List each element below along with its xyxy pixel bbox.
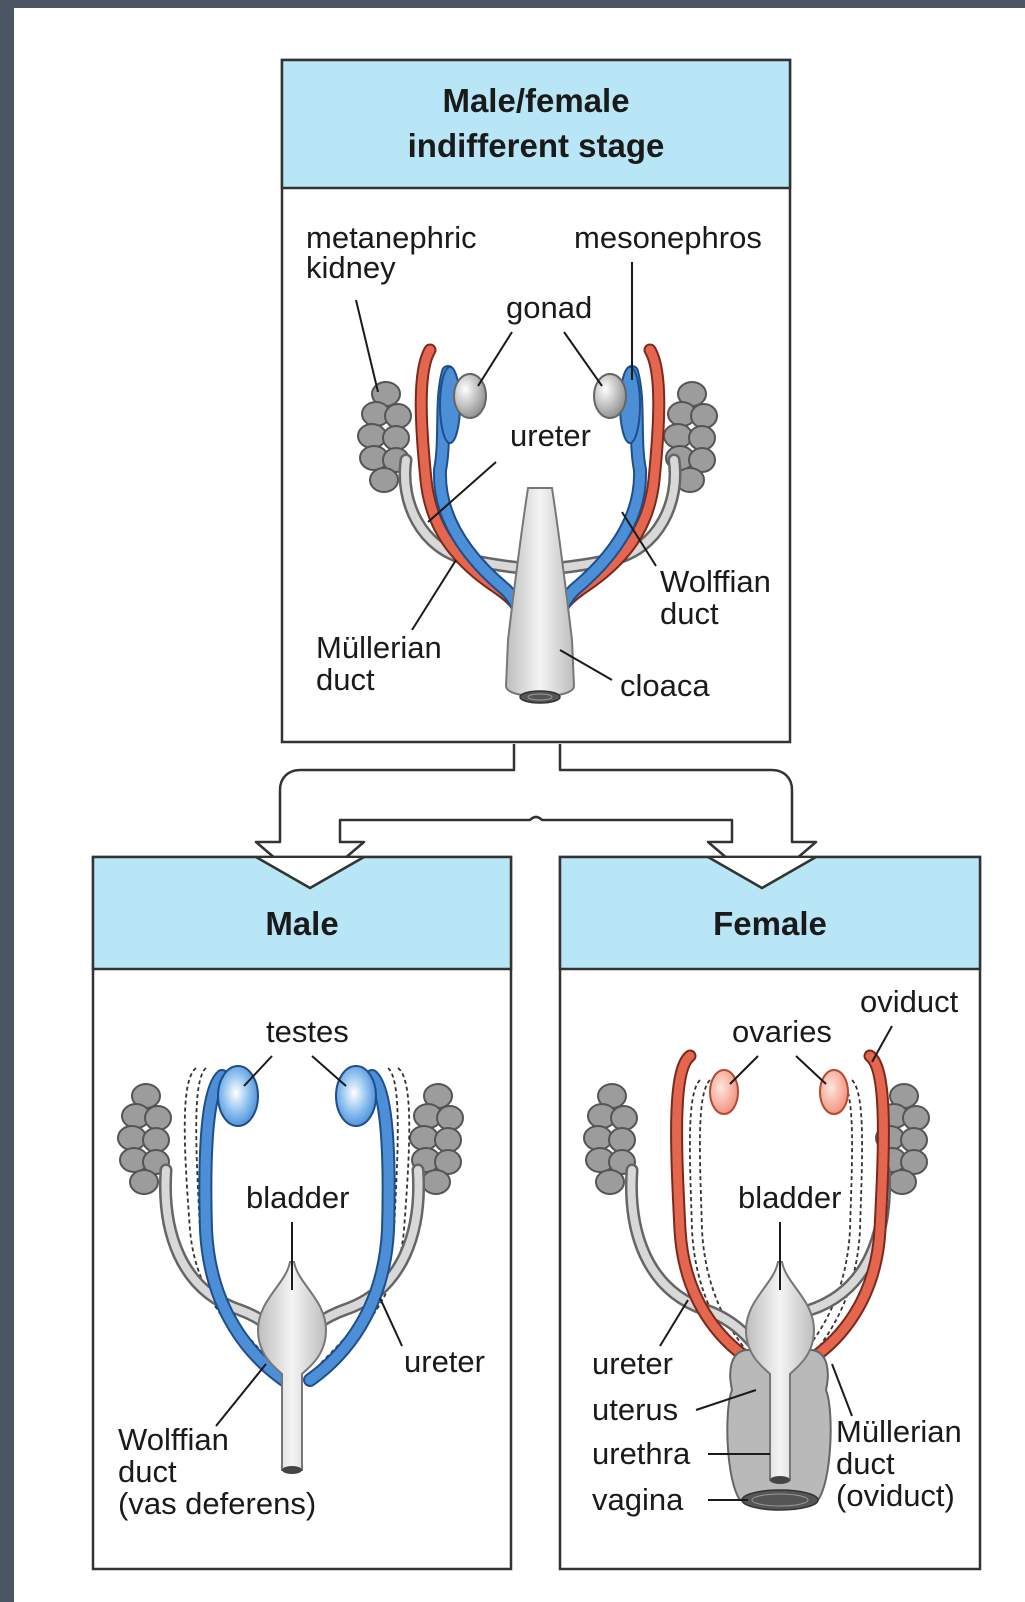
label-wolffian-top-1: Wolffian (660, 564, 771, 599)
label-mesonephros: mesonephros (574, 220, 762, 255)
label-mullerian-female-2: duct (836, 1446, 895, 1481)
label-mullerian-top-1: Müllerian (316, 630, 442, 665)
male-panel: Male (93, 857, 511, 1569)
right-ovary (820, 1070, 848, 1114)
indifferent-stage-header (282, 60, 790, 188)
label-uterus: uterus (592, 1392, 678, 1427)
label-oviduct: oviduct (860, 984, 959, 1019)
female-title: Female (713, 905, 827, 942)
label-mullerian-top-2: duct (316, 662, 375, 697)
label-vagina: vagina (592, 1482, 684, 1517)
label-wolffian-top-2: duct (660, 596, 719, 631)
indifferent-title-line1: Male/female (442, 82, 629, 119)
label-bladder-female: bladder (738, 1180, 841, 1215)
label-ureter-top: ureter (510, 418, 591, 453)
female-panel: Female (560, 857, 980, 1569)
label-ureter-female: ureter (592, 1346, 673, 1381)
left-ovary (710, 1070, 738, 1114)
label-cloaca: cloaca (620, 668, 710, 703)
label-mullerian-female-3: (oviduct) (836, 1478, 955, 1513)
label-kidney: kidney (306, 250, 396, 285)
label-mullerian-female-1: Müllerian (836, 1414, 962, 1449)
label-bladder-male: bladder (246, 1180, 349, 1215)
label-urethra: urethra (592, 1436, 691, 1471)
label-ureter-male: ureter (404, 1344, 485, 1379)
label-testes: testes (266, 1014, 349, 1049)
label-gonad: gonad (506, 290, 592, 325)
label-ovaries: ovaries (732, 1014, 832, 1049)
indifferent-title-line2: indifferent stage (408, 127, 665, 164)
left-testis (218, 1066, 258, 1126)
right-testis (336, 1066, 376, 1126)
label-wolffian-male-3: (vas deferens) (118, 1486, 316, 1521)
label-wolffian-male-2: duct (118, 1454, 177, 1489)
male-title: Male (265, 905, 338, 942)
indifferent-stage-panel: Male/female indifferent stage (282, 60, 790, 742)
label-wolffian-male-1: Wolffian (118, 1422, 229, 1457)
